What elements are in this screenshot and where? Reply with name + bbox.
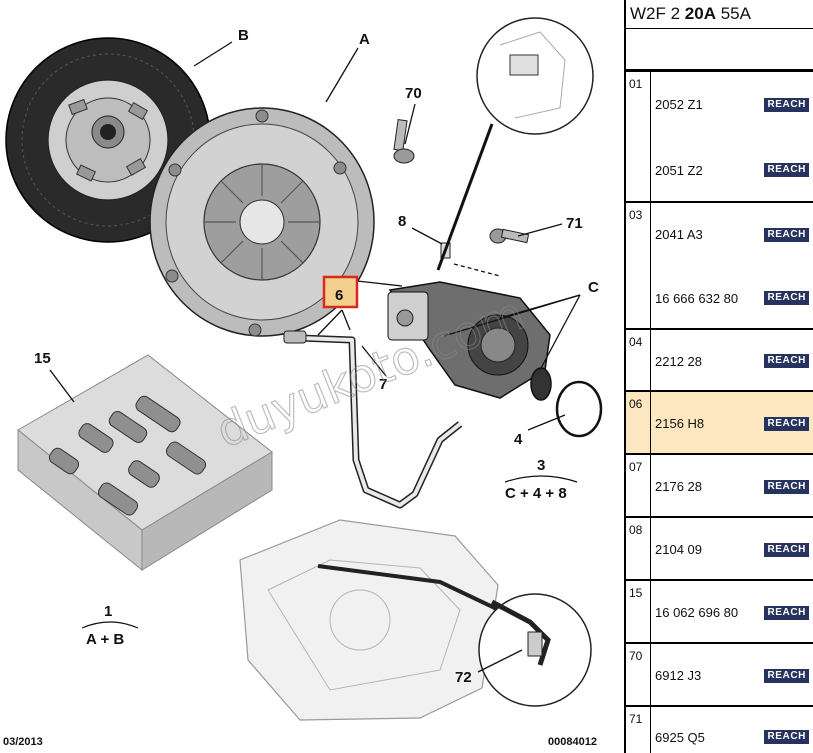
zoom-circle-top <box>476 17 594 135</box>
part-group-07[interactable]: 07 2176 28 REACH <box>626 455 813 518</box>
callout-71[interactable]: 71 <box>566 215 583 232</box>
callout-70[interactable]: 70 <box>405 85 422 102</box>
part-ref-row[interactable]: 2052 Z1 REACH <box>655 95 809 115</box>
callout-4[interactable]: 4 <box>514 431 523 448</box>
callout-a[interactable]: A <box>359 31 370 48</box>
reach-badge[interactable]: REACH <box>764 730 809 744</box>
reach-badge[interactable]: REACH <box>764 542 809 557</box>
group-refs: 2104 09 REACH <box>651 518 813 579</box>
part-ref-row[interactable]: 2176 28 REACH <box>655 477 809 497</box>
callout-b[interactable]: B <box>238 27 249 44</box>
header-prefix: W2F 2 <box>630 4 685 23</box>
part-ref-row[interactable]: 2051 Z2 REACH <box>655 160 809 180</box>
part-ref-row[interactable]: 2041 A3 REACH <box>655 225 809 245</box>
callout-8[interactable]: 8 <box>398 213 406 230</box>
callout-a-b[interactable]: A + B <box>86 631 124 648</box>
group-code: 15 <box>626 581 651 642</box>
reach-badge[interactable]: REACH <box>764 479 809 494</box>
reach-badge[interactable]: REACH <box>764 605 809 620</box>
callout-1[interactable]: 1 <box>104 603 112 620</box>
callout-c-4-8[interactable]: C + 4 + 8 <box>505 485 567 502</box>
spigot-kit-box-illustration <box>17 354 273 572</box>
part-ref-row[interactable]: 2104 09 REACH <box>655 540 809 560</box>
callout-15[interactable]: 15 <box>34 350 51 367</box>
group-code: 07 <box>626 455 651 516</box>
footer-ref: 00084012 <box>548 736 597 748</box>
footer-date: 03/2013 <box>3 736 43 748</box>
part-ref-row[interactable]: 2212 28 REACH <box>655 351 809 371</box>
group-refs: 6912 J3 REACH <box>651 644 813 705</box>
group-code: 04 <box>626 330 651 390</box>
reach-badge[interactable]: REACH <box>764 227 809 242</box>
part-group-06[interactable]: 06 2156 H8 REACH <box>626 392 813 455</box>
header-bold: 20A <box>684 4 716 23</box>
part-ref-number: 2051 Z2 <box>655 162 703 178</box>
group-refs: 2176 28 REACH <box>651 455 813 516</box>
panel-blank-row <box>626 29 813 72</box>
part-ref-row[interactable]: 2156 H8 REACH <box>655 414 809 434</box>
group-code: 01 <box>626 72 651 201</box>
clutch-disc-illustration <box>5 37 211 243</box>
group-refs: 6925 Q5 REACH <box>651 707 813 753</box>
part-ref-row[interactable]: 16 666 632 80 REACH <box>655 288 809 308</box>
group-refs: 2212 28 REACH <box>651 330 813 390</box>
part-ref-number: 16 666 632 80 <box>655 290 739 306</box>
group-code: 70 <box>626 644 651 705</box>
part-ref-number: 16 062 696 80 <box>655 605 739 620</box>
group-code: 71 <box>626 707 651 753</box>
reach-badge[interactable]: REACH <box>764 416 809 431</box>
part-ref-number: 2104 09 <box>655 542 702 557</box>
part-ref-row[interactable]: 6925 Q5 REACH <box>655 727 809 747</box>
callout-c[interactable]: C <box>588 279 599 296</box>
callout-3[interactable]: 3 <box>537 457 545 474</box>
bolt-70-illustration <box>393 119 415 164</box>
part-group-70[interactable]: 70 6912 J3 REACH <box>626 644 813 707</box>
group-refs: 16 062 696 80 REACH <box>651 581 813 642</box>
header-suffix: 55A <box>715 4 751 23</box>
group-code: 03 <box>626 203 651 328</box>
reach-badge[interactable]: REACH <box>764 163 809 178</box>
part-ref-number: 6912 J3 <box>655 668 702 683</box>
part-ref-number: 2052 Z1 <box>655 97 703 113</box>
group-refs: 2052 Z1 REACH 2051 Z2 REACH <box>651 72 813 201</box>
callout-6-highlight[interactable] <box>322 275 359 309</box>
reach-badge[interactable]: REACH <box>764 97 809 112</box>
part-ref-row[interactable]: 6912 J3 REACH <box>655 666 809 686</box>
part-group-15[interactable]: 15 16 062 696 80 REACH <box>626 581 813 644</box>
part-ref-number: 2212 28 <box>655 353 702 369</box>
reach-badge[interactable]: REACH <box>764 354 809 368</box>
bolt-71-illustration <box>489 228 530 244</box>
part-ref-number: 2176 28 <box>655 479 702 494</box>
callout-6[interactable]: 6 <box>335 287 343 304</box>
seal-ring-illustration <box>530 367 552 401</box>
o-ring-4-illustration <box>555 380 603 438</box>
slave-cylinder-illustration <box>387 281 551 399</box>
panel-header: W2F 2 20A 55A <box>626 0 813 29</box>
reach-badge[interactable]: REACH <box>764 668 809 683</box>
part-ref-number: 6925 Q5 <box>655 729 705 745</box>
part-ref-row[interactable]: 16 062 696 80 REACH <box>655 603 809 623</box>
callout-72[interactable]: 72 <box>455 669 472 686</box>
group-code: 06 <box>626 392 651 453</box>
group-refs: 2041 A3 REACH 16 666 632 80 REACH <box>651 203 813 328</box>
group-code: 08 <box>626 518 651 579</box>
part-ref-number: 2041 A3 <box>655 227 703 243</box>
callout-7[interactable]: 7 <box>379 376 387 393</box>
part-ref-number: 2156 H8 <box>655 416 705 431</box>
group-refs: 2156 H8 REACH <box>651 392 813 453</box>
pressure-plate-illustration <box>149 107 375 337</box>
exploded-parts-diagram: B A 70 8 71 C 6 7 15 4 3 C + 4 + 8 1 A +… <box>3 17 603 748</box>
reach-badge[interactable]: REACH <box>764 291 809 306</box>
part-group-08[interactable]: 08 2104 09 REACH <box>626 518 813 581</box>
